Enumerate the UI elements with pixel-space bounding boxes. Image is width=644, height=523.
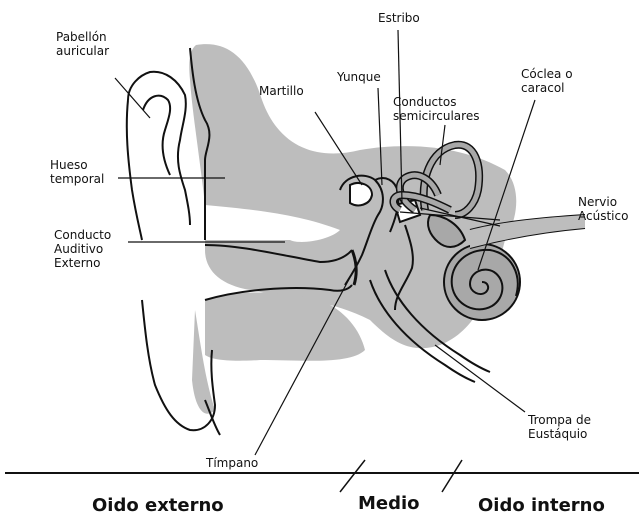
label-estribo: Estribo <box>378 11 420 25</box>
pinna-inner <box>143 96 170 175</box>
label-nervio-acustico: Nervio Acústico <box>578 195 628 223</box>
label-trompa-de-eustaquio: Trompa de Eustáquio <box>528 413 591 441</box>
label-timpano: Tímpano <box>206 456 258 470</box>
leader-trompa <box>435 345 525 412</box>
label-hueso-temporal: Hueso temporal <box>50 158 104 186</box>
section-oido-externo: Oido externo <box>92 495 224 516</box>
label-conducto-auditivo-externo: Conducto Auditivo Externo <box>54 228 111 270</box>
label-conductos-semicirculares: Conductos semicirculares <box>393 95 479 123</box>
pinna-helix <box>127 100 142 240</box>
section-oido-interno: Oido interno <box>478 495 605 516</box>
malleus-head <box>350 183 372 205</box>
divider-tick-2 <box>442 460 462 492</box>
label-yunque: Yunque <box>337 70 381 84</box>
label-martillo: Martillo <box>259 84 304 98</box>
label-coclea: Cóclea o caracol <box>521 67 573 95</box>
label-pabellon-auricular: Pabellón auricular <box>56 30 109 58</box>
section-medio: Medio <box>358 493 420 514</box>
divider-tick-1 <box>340 460 365 492</box>
